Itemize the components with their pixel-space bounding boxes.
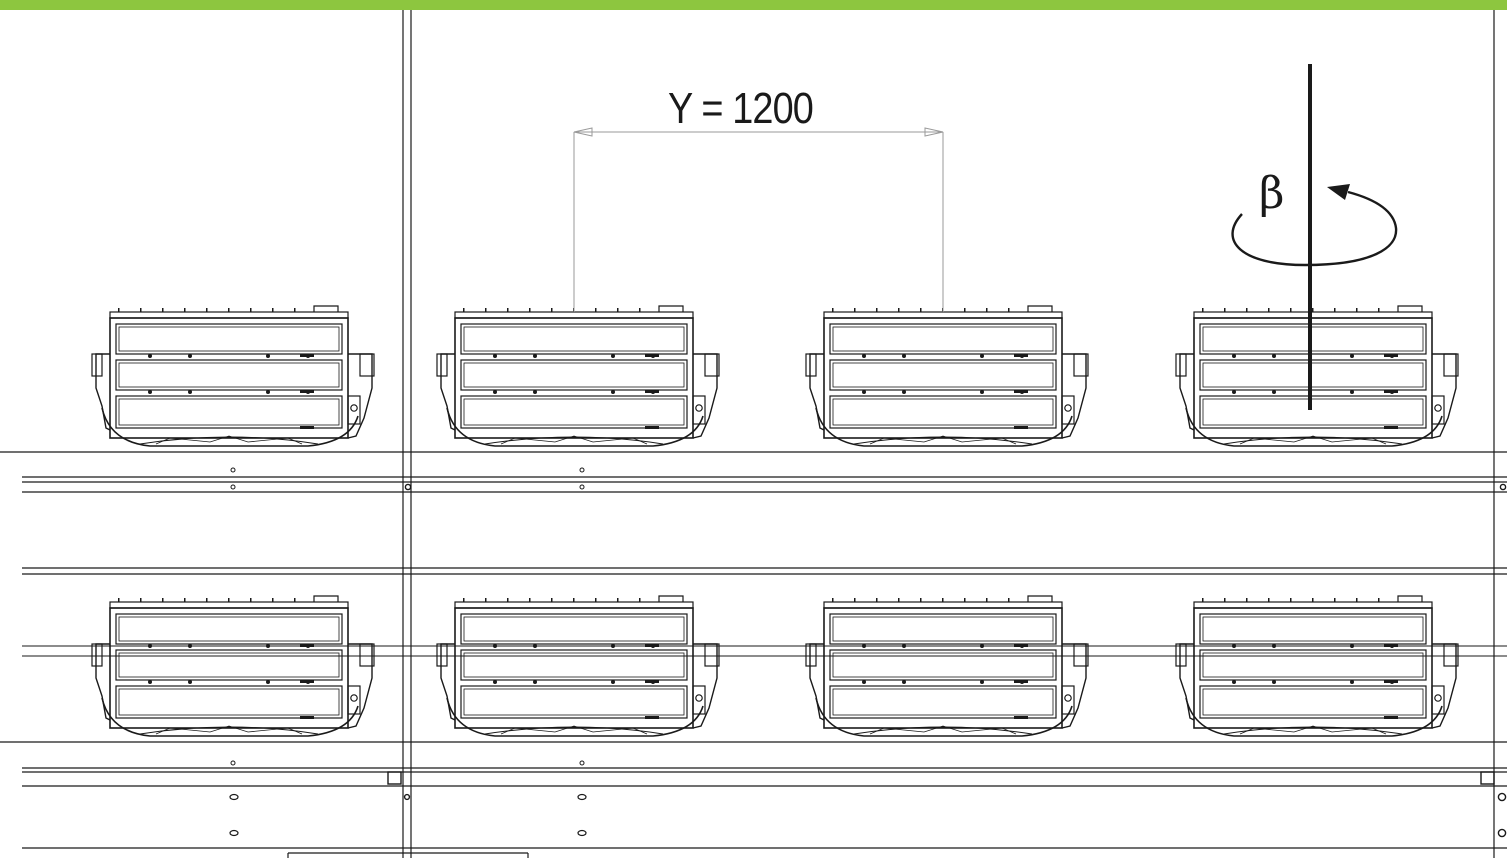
fixture-unit <box>1175 595 1459 737</box>
fixture-unit <box>436 305 720 447</box>
rotation-angle-label: β <box>1259 168 1285 219</box>
fixture-unit <box>805 595 1089 737</box>
fixture-row-bottom <box>91 595 1459 737</box>
fixture-row-top <box>91 305 1459 447</box>
fixture-unit <box>1175 305 1459 447</box>
fixture-unit <box>436 595 720 737</box>
dimension-label: Y = 1200 <box>668 84 814 133</box>
top-accent-bar <box>0 0 1507 10</box>
rotation-axis <box>1231 64 1398 410</box>
fixture-unit <box>805 305 1089 447</box>
dimension-line <box>573 127 944 312</box>
fixture-unit <box>91 305 375 447</box>
fixture-unit <box>91 595 375 737</box>
